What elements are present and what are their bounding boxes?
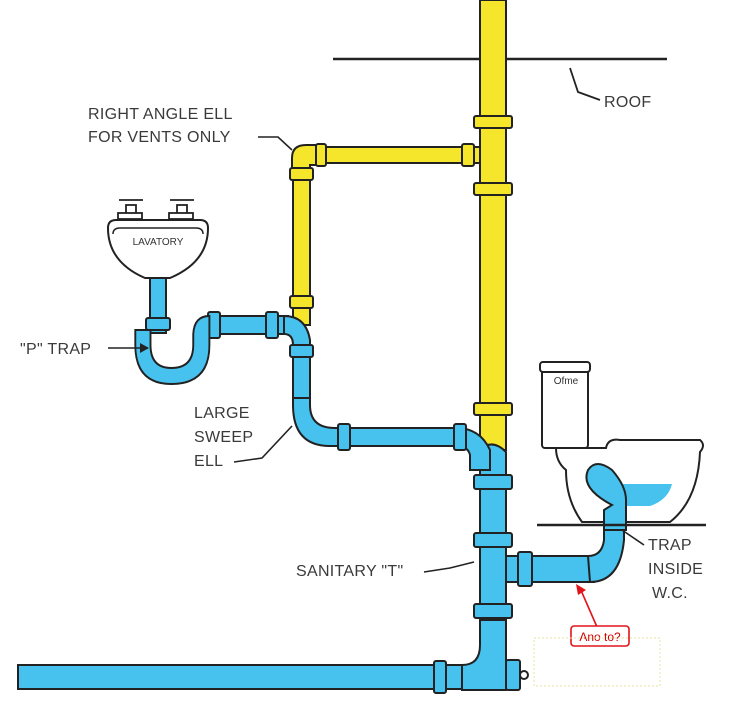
annotation-box: [570, 625, 630, 647]
annotation-text: Ano to?: [579, 630, 621, 644]
trap-inside-leader: [621, 529, 645, 546]
faucet-left-icon: [117, 199, 143, 220]
trap-inside-label-3: W.C.: [652, 585, 688, 602]
sanitary-t-label: SANITARY "T": [296, 563, 403, 580]
wc-branch: [505, 519, 625, 587]
trap-inside-label-2: INSIDE: [648, 561, 703, 578]
building-drain: [17, 619, 529, 694]
right-angle-ell-label-1: RIGHT ANGLE ELL: [88, 106, 233, 123]
sanitary-t-leader: [423, 561, 475, 573]
large-sweep-label-1: LARGE: [194, 405, 250, 422]
annotation-dotted-frame: [533, 637, 661, 687]
faucet-right-icon: [168, 199, 194, 220]
annotation-arrow: [579, 587, 598, 628]
annotation-callout[interactable]: Ano to?: [570, 584, 630, 647]
right-angle-ell-label-2: FOR VENTS ONLY: [88, 129, 231, 146]
lavatory-drain: [207, 311, 491, 471]
toilet: Ofme: [537, 361, 706, 531]
p-trap: [134, 277, 211, 386]
large-sweep-leader: [233, 425, 293, 463]
roof-label: ROOF: [604, 94, 651, 111]
large-sweep-label-3: ELL: [194, 453, 223, 470]
vent-branch: [289, 143, 481, 326]
trap-inside-label-1: TRAP: [648, 537, 692, 554]
annotation-arrowhead-icon: [576, 584, 586, 595]
p-trap-label: "P" TRAP: [20, 341, 91, 358]
right-angle-ell-leader: [258, 136, 293, 151]
lavatory-sink: LAVATORY: [106, 199, 210, 279]
svg-text:Ofme: Ofme: [554, 376, 579, 387]
vent-stack: [473, 0, 513, 451]
large-sweep-label-2: SWEEP: [194, 429, 253, 446]
lavatory-label: LAVATORY: [133, 237, 184, 248]
roof-leader: [569, 67, 601, 101]
drain-stack: [473, 443, 513, 666]
